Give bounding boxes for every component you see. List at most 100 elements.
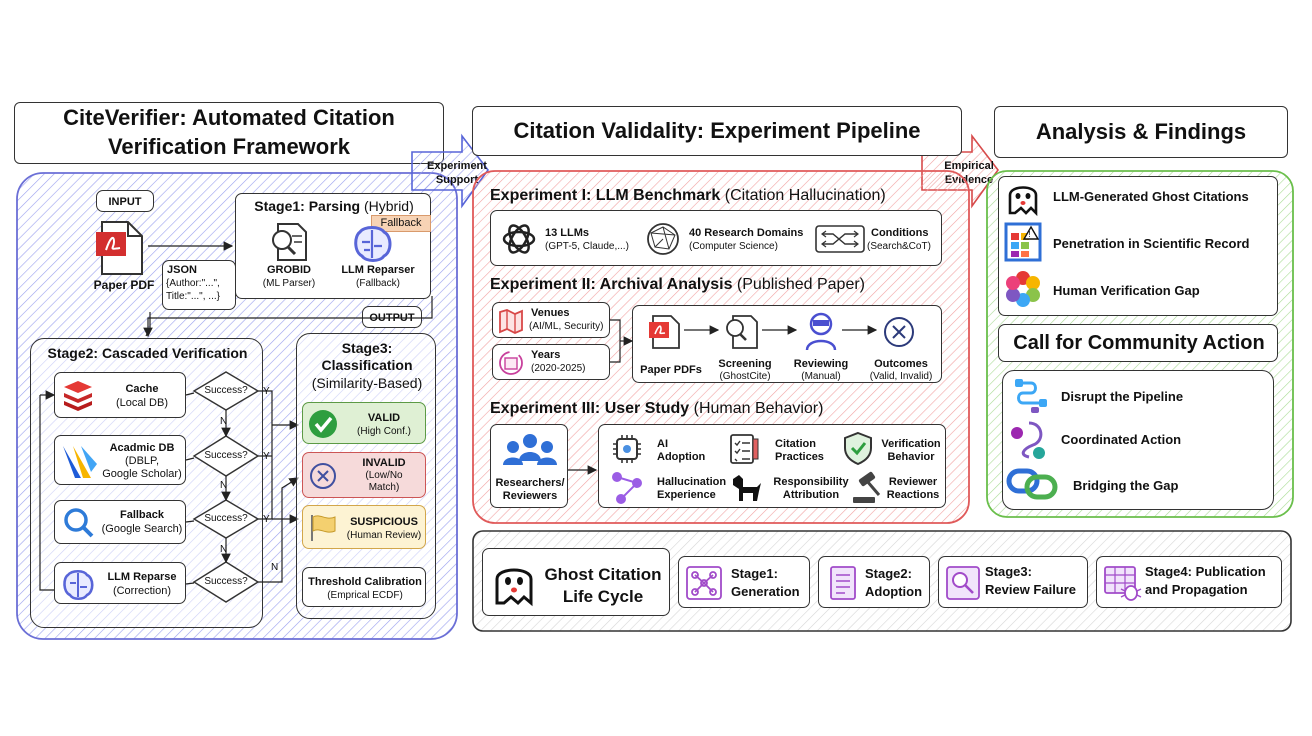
stage1-title: Stage1: Parsing bbox=[254, 198, 361, 214]
analysis-title: Analysis & Findings bbox=[994, 106, 1288, 158]
llm-reparse-source-box: LLM Reparse (Correction) bbox=[54, 562, 186, 604]
valid-box: VALID (High Conf.) bbox=[302, 402, 426, 444]
screening-sub: (GhostCite) bbox=[719, 371, 771, 382]
academic-db-source-box: Acadmic DB (DBLP, Google Scholar) bbox=[54, 435, 186, 485]
exp2-flow-box: Paper PDFs Screening (GhostCite) Reviewi… bbox=[632, 305, 942, 383]
yes-label: Y bbox=[263, 451, 270, 462]
threshold-sub: (Emprical ECDF) bbox=[327, 590, 403, 601]
exp3-title: Experiment III: User Study bbox=[490, 400, 690, 417]
threshold-label: Threshold Calibration bbox=[308, 576, 422, 588]
invalid-box: INVALID (Low/No Match) bbox=[302, 452, 426, 498]
cache-source-box: Cache (Local DB) bbox=[54, 372, 186, 418]
json-line1: {Author:"...", bbox=[166, 278, 220, 289]
grobid-sub: (ML Parser) bbox=[262, 278, 316, 289]
lifecycle-stage2: Stage2: Adoption bbox=[818, 556, 930, 608]
shield-check-icon bbox=[844, 431, 872, 466]
database-icon bbox=[64, 381, 92, 411]
domains-label: 40 Research Domains bbox=[689, 227, 804, 239]
ai-adoption-label2: Adoption bbox=[657, 451, 706, 463]
no-label: N bbox=[220, 480, 228, 491]
analysis-title-text: Analysis & Findings bbox=[1035, 119, 1247, 144]
network-node-icon bbox=[612, 472, 642, 504]
framework-title-line2: Verification Framework bbox=[107, 134, 351, 159]
years-box: Years (2020-2025) bbox=[492, 344, 610, 380]
actions-box: Disrupt the Pipeline Coordinated Action … bbox=[1002, 370, 1274, 510]
screening-icon bbox=[726, 315, 758, 349]
stage3-sub: (Similarity-Based) bbox=[311, 375, 423, 391]
pdf-icon bbox=[649, 315, 680, 349]
reviewer-reactions-label2: Reactions bbox=[886, 489, 940, 501]
framework-title-line1: CiteVerifier: Automated Citation bbox=[63, 105, 395, 131]
llm-reparser-label: LLM Reparser bbox=[341, 264, 415, 276]
gavel-icon bbox=[853, 471, 881, 503]
no-label: N bbox=[220, 416, 228, 427]
source-sub: (Local DB) bbox=[116, 397, 168, 409]
success-label: Success? bbox=[204, 576, 248, 587]
framework-title: CiteVerifier: Automated Citation Verific… bbox=[14, 102, 444, 164]
lifecycle-stage1-label2: Generation bbox=[731, 584, 800, 599]
coordinated-icon bbox=[1011, 421, 1045, 459]
grobid-label: GROBID bbox=[267, 264, 311, 276]
checklist-icon bbox=[730, 434, 759, 464]
action3-label: Bridging the Gap bbox=[1073, 478, 1179, 493]
lifecycle-title2: Life Cycle bbox=[562, 587, 644, 606]
years-label: Years bbox=[531, 349, 561, 361]
success-label: Success? bbox=[204, 385, 248, 396]
svg-text:!: ! bbox=[1028, 230, 1030, 239]
llm-logo-icon bbox=[502, 224, 536, 254]
reviewer-reactions-label1: Reviewer bbox=[888, 476, 938, 488]
yes-label: Y bbox=[263, 386, 270, 397]
source-name: LLM Reparse bbox=[107, 571, 177, 583]
citation-practices-label1: Citation bbox=[775, 438, 816, 450]
input-label-box: INPUT bbox=[96, 190, 154, 212]
conditions-sub: (Search&CoT) bbox=[867, 241, 931, 252]
success-label: Success? bbox=[204, 513, 248, 524]
source-sub: (Correction) bbox=[112, 585, 172, 597]
dog-icon bbox=[733, 475, 761, 501]
invalid-sub1: (Low/No bbox=[365, 470, 403, 481]
map-icon bbox=[499, 309, 523, 334]
lifecycle-stage2-label1: Stage2: bbox=[865, 566, 912, 581]
lifecycle-stage1-label1: Stage1: bbox=[731, 566, 778, 581]
calendar-refresh-icon bbox=[499, 351, 523, 375]
hallucination-experience-label2: Experience bbox=[657, 489, 716, 501]
academic-db-icon bbox=[63, 446, 97, 478]
color-wheel-icon bbox=[1006, 271, 1040, 307]
check-circle-icon bbox=[309, 410, 337, 438]
pipeline-title-text: Citation Validality: Experiment Pipeline bbox=[513, 118, 921, 143]
source-sub: (DBLP, bbox=[124, 455, 160, 467]
exp2-sub: (Published Paper) bbox=[736, 276, 865, 293]
fallback-source-box: Fallback (Google Search) bbox=[54, 500, 186, 544]
venues-box: Venues (AI/ML, Security) bbox=[492, 302, 610, 338]
fallback-tag: Fallback bbox=[371, 215, 431, 232]
x-circle-icon bbox=[884, 317, 914, 347]
domains-sub: (Computer Science) bbox=[689, 241, 778, 252]
stage2-title: Stage2: Cascaded Verification bbox=[47, 345, 248, 361]
source-name: Cache bbox=[125, 383, 159, 395]
no-label: N bbox=[271, 562, 279, 573]
exp1-title: Experiment I: LLM Benchmark bbox=[490, 187, 721, 204]
json-box: JSON {Author:"...", Title:"...", ...} bbox=[162, 260, 236, 310]
exp2-heading: Experiment II: Archival Analysis (Publis… bbox=[490, 276, 865, 294]
experiment-support-label1: Experiment bbox=[427, 160, 487, 172]
yes-label: Y bbox=[263, 514, 270, 525]
x-circle-icon bbox=[310, 463, 336, 489]
invalid-label: INVALID bbox=[362, 457, 406, 469]
pipeline-icon bbox=[1015, 379, 1047, 413]
json-label: JSON bbox=[167, 264, 197, 276]
reviewing-sub: (Manual) bbox=[801, 371, 841, 382]
success-label: Success? bbox=[204, 450, 248, 461]
source-name: Fallback bbox=[119, 509, 165, 521]
shuffle-icon bbox=[815, 225, 865, 253]
responsibility-attribution-label2: Attribution bbox=[782, 489, 840, 501]
call-title: Call for Community Action bbox=[1013, 332, 1265, 354]
hallucination-experience-label1: Hallucination bbox=[657, 476, 727, 488]
no-label: N bbox=[220, 544, 228, 555]
threshold-box: Threshold Calibration (Emprical ECDF) bbox=[302, 567, 426, 607]
lifecycle-title-box: Ghost Citation Life Cycle bbox=[482, 548, 670, 616]
suspicious-box: SUSPICIOUS (Human Review) bbox=[302, 505, 426, 549]
people-group-icon bbox=[503, 434, 557, 465]
llms-label: 13 LLMs bbox=[545, 227, 590, 239]
exp3-topics-box: AI Adoption Citation Practices Verificat… bbox=[598, 424, 946, 508]
